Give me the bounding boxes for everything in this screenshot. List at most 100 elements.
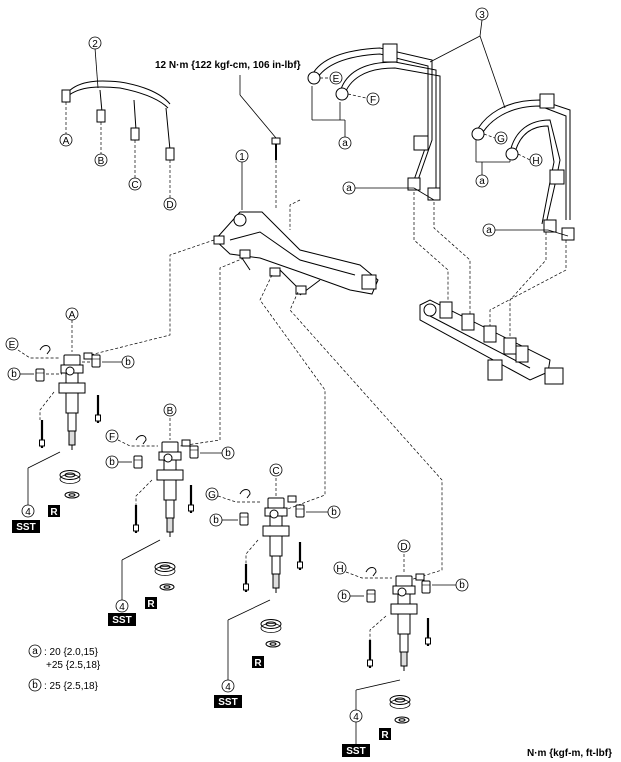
torque-legend: a : 20 {2.0,15} +25 {2.5,18} b : 25 {2.5… <box>28 644 101 692</box>
svg-text:a: a <box>486 225 492 236</box>
callout-C-harness: C <box>128 177 142 191</box>
callout-b-A-right: b <box>121 355 135 369</box>
callout-a-3: a <box>475 174 489 188</box>
svg-text:R: R <box>50 507 58 518</box>
svg-text:4: 4 <box>25 507 31 518</box>
svg-text:H: H <box>336 564 343 575</box>
svg-text:B: B <box>167 406 174 417</box>
callout-D-harness: D <box>163 197 177 211</box>
callout-B-harness: B <box>94 153 108 167</box>
callout-b-D-left: b <box>337 589 351 603</box>
callout-F-pipe: F <box>366 92 380 106</box>
svg-text:b: b <box>125 357 131 368</box>
callout-b-A-left: b <box>7 367 21 381</box>
common-rail <box>419 299 564 385</box>
svg-text:a: a <box>342 138 348 149</box>
svg-text:SST: SST <box>112 615 131 626</box>
callout-G-inj: G <box>205 487 219 501</box>
sst-label-D: SST <box>342 744 370 757</box>
callout-4-D: 4 <box>349 709 363 723</box>
callout-b-C-left: b <box>209 513 223 527</box>
svg-text:D: D <box>166 200 173 211</box>
callout-b-C-right: b <box>327 505 341 519</box>
injector-D <box>390 573 425 672</box>
fuel-pipes-part-3 <box>307 43 575 241</box>
svg-text:F: F <box>109 432 115 443</box>
svg-text:4: 4 <box>353 712 359 723</box>
callout-b-D-right: b <box>455 578 469 592</box>
svg-text:SST: SST <box>16 522 35 533</box>
svg-text:b: b <box>331 507 337 518</box>
harness-bracket-part-1 <box>213 211 379 296</box>
callout-A-inj: A <box>65 307 79 321</box>
svg-text:G: G <box>208 490 216 501</box>
svg-text:2: 2 <box>92 39 98 50</box>
replace-mark-D: R <box>379 728 391 741</box>
svg-text:R: R <box>147 599 155 610</box>
svg-text:b: b <box>459 580 465 591</box>
svg-text:G: G <box>497 134 505 145</box>
svg-text:C: C <box>131 180 138 191</box>
svg-text:D: D <box>400 542 407 553</box>
callout-F-inj: F <box>105 429 119 443</box>
callout-D-inj: D <box>397 539 411 553</box>
svg-text:C: C <box>272 466 279 477</box>
sst-label-C: SST <box>214 695 242 708</box>
injector-A <box>58 352 93 451</box>
replace-mark-B: R <box>145 597 157 610</box>
svg-text:: 25 {2.5,18}: : 25 {2.5,18} <box>44 681 99 692</box>
bolt <box>271 137 281 160</box>
svg-text:b: b <box>341 591 347 602</box>
replace-mark-A: R <box>48 505 60 518</box>
svg-text:SST: SST <box>218 697 237 708</box>
callout-E-pipe: E <box>329 71 343 85</box>
replace-mark-C: R <box>252 656 264 669</box>
callout-G-pipe: G <box>494 131 508 145</box>
svg-text:SST: SST <box>346 746 365 757</box>
svg-text:R: R <box>254 658 262 669</box>
harness-part-2 <box>61 80 175 161</box>
callout-1: 1 <box>235 149 249 163</box>
callout-B-inj: B <box>163 403 177 417</box>
svg-text:+25 {2.5,18}: +25 {2.5,18} <box>46 660 101 671</box>
callout-A-harness: A <box>59 133 73 147</box>
injector-B <box>156 439 191 538</box>
svg-text:B: B <box>98 156 105 167</box>
svg-text:b: b <box>109 457 115 468</box>
svg-text:E: E <box>333 74 340 85</box>
callout-4-A: 4 <box>21 504 35 518</box>
svg-text:F: F <box>370 95 376 106</box>
svg-text:a: a <box>346 183 352 194</box>
svg-text:a: a <box>479 176 485 187</box>
callout-a-2: a <box>342 181 356 195</box>
svg-text:A: A <box>69 310 76 321</box>
svg-text:4: 4 <box>119 602 125 613</box>
svg-text:1: 1 <box>239 152 245 163</box>
callout-C-inj: C <box>269 463 283 477</box>
callout-4-B: 4 <box>115 599 129 613</box>
svg-text:4: 4 <box>225 682 231 693</box>
callout-H-pipe: H <box>529 153 543 167</box>
sst-label-A: SST <box>12 520 40 533</box>
bolt-torque-spec: 12 N·m {122 kgf-cm, 106 in-lbf} <box>155 60 301 71</box>
callout-a-1: a <box>338 136 352 150</box>
callout-E-inj: E <box>5 337 19 351</box>
svg-text:A: A <box>63 136 70 147</box>
svg-text:b: b <box>11 369 17 380</box>
svg-text:3: 3 <box>479 10 485 21</box>
sst-label-B: SST <box>108 613 136 626</box>
svg-text:a: a <box>32 646 38 657</box>
injector-C <box>262 495 297 594</box>
svg-text:: 20 {2.0,15}: : 20 {2.0,15} <box>44 647 99 658</box>
units-note: N·m {kgf-m, ft-lbf} <box>527 748 612 759</box>
svg-text:R: R <box>381 730 389 741</box>
callout-H-inj: H <box>333 561 347 575</box>
svg-text:b: b <box>225 448 231 459</box>
svg-text:H: H <box>532 156 539 167</box>
callout-2: 2 <box>88 36 102 50</box>
callout-b-B-right: b <box>221 446 235 460</box>
callout-4-C: 4 <box>221 679 235 693</box>
svg-text:b: b <box>32 680 38 691</box>
callout-a-4: a <box>482 223 496 237</box>
